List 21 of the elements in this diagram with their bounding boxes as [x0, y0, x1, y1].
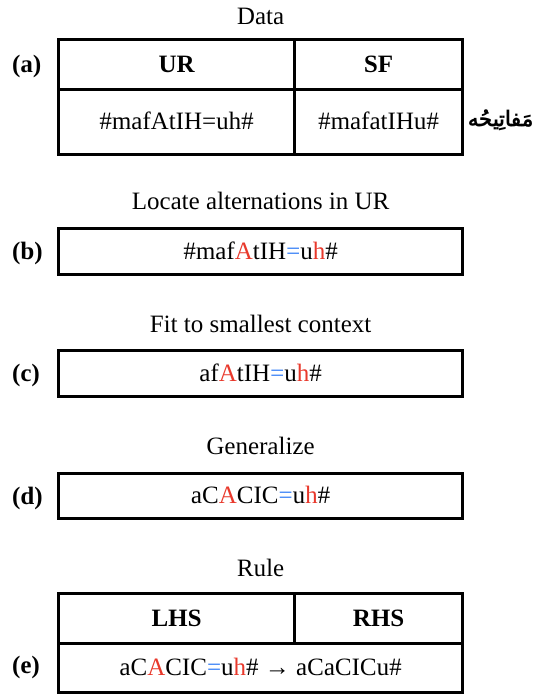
- arabic-word: مَفاتِيحُه: [468, 106, 533, 133]
- heading: Data: [236, 2, 286, 32]
- formula-text: aCACIC=uh#: [190, 481, 330, 511]
- panel-label: (c): [12, 359, 40, 389]
- table-cell: #mafatIHu#: [296, 91, 461, 153]
- header-cell: RHS: [296, 595, 461, 645]
- header-cell: SF: [296, 41, 461, 91]
- header-cell: LHS: [60, 595, 296, 645]
- heading: Generalize: [205, 432, 316, 462]
- formula-text: #mafAtIH=uh#: [183, 236, 338, 266]
- panel-label: (b): [12, 237, 43, 267]
- heading: Locate alternations in UR: [130, 187, 390, 217]
- table-cell: aCACIC=uh# → aCaCICu#: [60, 645, 461, 691]
- panel-label: (d): [12, 482, 43, 512]
- panel-label: (e): [12, 651, 40, 681]
- panel-label: (a): [12, 50, 42, 80]
- heading: Rule: [236, 554, 286, 584]
- table-cell: #mafAtIH=uh#: [60, 91, 296, 153]
- heading: Fit to smallest context: [148, 310, 372, 340]
- formula-text: afAtIH=uh#: [199, 358, 322, 388]
- header-cell: UR: [60, 41, 296, 91]
